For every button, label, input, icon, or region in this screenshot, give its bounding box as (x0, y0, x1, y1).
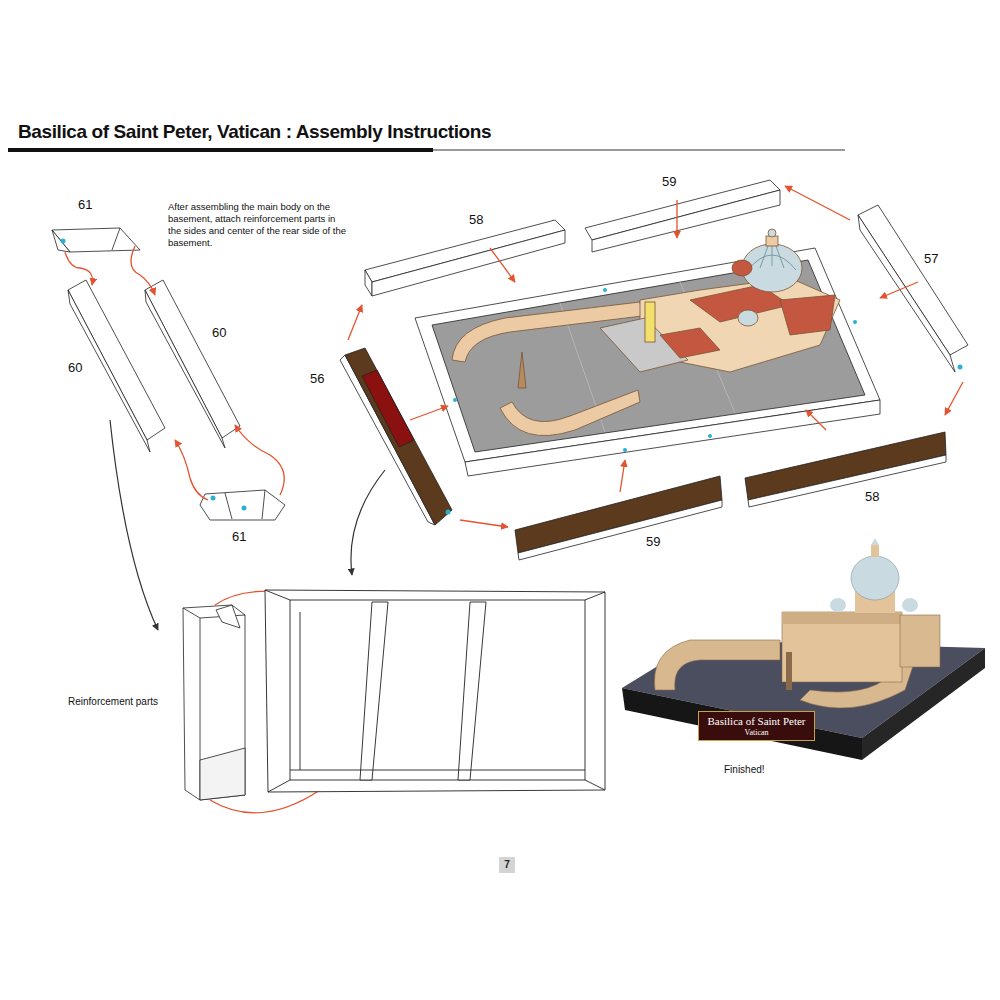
page-title: Basilica of Saint Peter, Vatican : Assem… (18, 121, 491, 143)
part-number: 60 (68, 360, 82, 376)
instruction-note: After assembling the main body on the ba… (168, 201, 350, 249)
part-number: 60 (212, 325, 226, 341)
finished-label: Finished! (724, 764, 765, 777)
part-number: 58 (469, 212, 483, 228)
reinforcement-label: Reinforcement parts (68, 696, 158, 709)
part-number: 61 (78, 197, 92, 213)
node-heading: Basilica of Saint Peter (707, 715, 805, 728)
part-number: 56 (310, 371, 324, 387)
page-number-box: 7 (499, 857, 515, 873)
part-number: 59 (646, 534, 660, 550)
part-number: 61 (232, 529, 246, 545)
node-subtext: Vatican (745, 728, 769, 737)
title-plaque: Basilica of Saint PeterVatican (698, 711, 815, 741)
node-heading: 7 (504, 859, 510, 871)
part-number: 57 (924, 251, 938, 267)
part-number: 58 (865, 489, 879, 505)
part-number: 59 (662, 174, 676, 190)
